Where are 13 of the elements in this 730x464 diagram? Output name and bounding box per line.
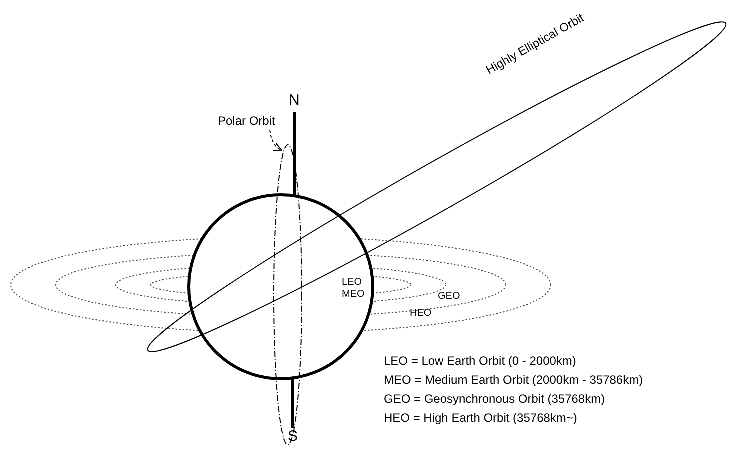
orbit-label: Polar Orbit <box>218 114 276 128</box>
pole-label: N <box>289 92 300 110</box>
legend-text: LEO = Low Earth Orbit (0 - 2000km) <box>384 354 576 368</box>
leader-arrow <box>270 130 282 151</box>
legend-text: HEO = High Earth Orbit (35768km~) <box>384 411 578 426</box>
orbit-label: LEO <box>342 277 362 289</box>
pole-label: S <box>288 428 298 446</box>
legend-text: MEO = Medium Earth Orbit (2000km - 35786km) <box>384 373 644 388</box>
orbit-label: GEO <box>438 291 460 303</box>
polar-orbit <box>274 144 302 446</box>
orbit-label: HEO <box>410 308 432 320</box>
legend-text: GEO = Geosynchronous Orbit (35768km) <box>384 392 606 406</box>
orbit-label: MEO <box>342 289 365 301</box>
